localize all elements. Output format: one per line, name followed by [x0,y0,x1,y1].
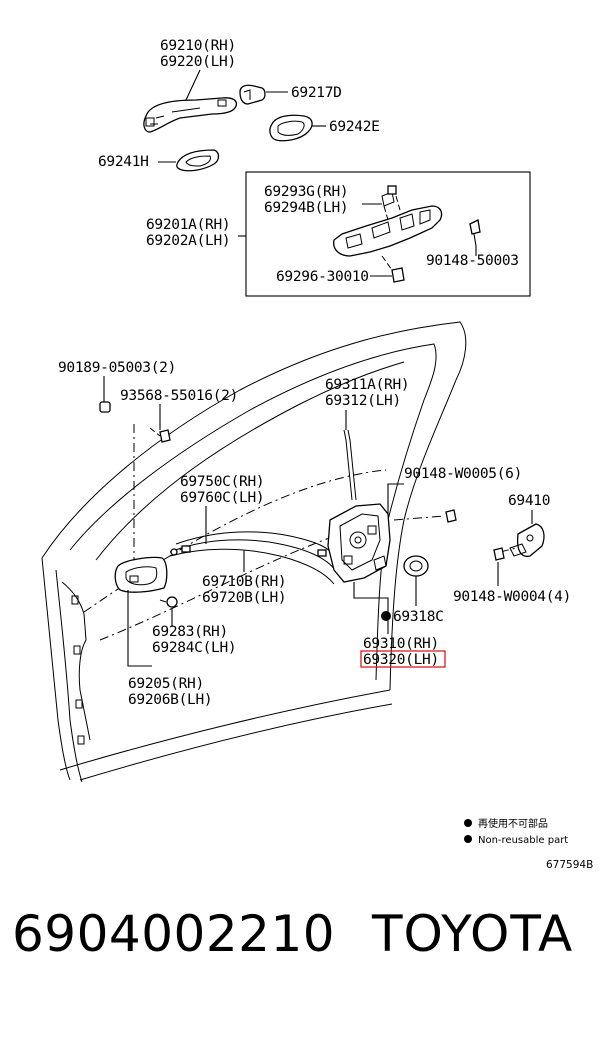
label-90189: 90189-05003(2) [58,360,176,376]
label-69296: 69296-30010 [276,269,369,285]
label-69310: 69310(RH) [363,636,439,652]
label-69760: 69760C(LH) [180,490,264,506]
label-69294: 69294B(LH) [264,200,348,216]
label-69206: 69206B(LH) [128,692,212,708]
screw4-drawing [493,547,505,561]
cables-drawing [169,531,339,585]
label-69720: 69720B(LH) [202,590,286,606]
label-69283: 69283(RH) [152,624,228,640]
legend-group: 再使用不可部品 Non-reusable part 677594B [464,817,593,871]
screw-drawing [381,255,405,283]
label-90148-50003: 90148-50003 [426,253,519,269]
part-number: 6904002210 [12,905,336,963]
footer: 6904002210 TOYOTA [0,905,600,985]
label-69312: 69312(LH) [325,393,401,409]
gasket-pad-drawing [269,114,313,142]
label-69318: 69318C [393,609,444,625]
label-69241: 69241H [98,154,149,170]
clip-drawing [99,401,111,413]
non-reusable-dot [381,611,391,621]
label-69217: 69217D [291,85,342,101]
label-69202: 69202A(LH) [146,233,230,249]
frame-assembly-group: 69293G(RH) 69294B(LH) 69201A(RH) 69202A(… [146,171,531,297]
legend-dot-jp [464,819,472,827]
outside-handle-group: 69210(RH) 69220(LH) 69217D 69242E 69241H [98,38,380,172]
mid-labels-group: 90189-05003(2) 93568-55016(2) 69311A(RH)… [58,360,571,708]
handle-frame-drawing [333,185,443,257]
label-69201: 69201A(RH) [146,217,230,233]
bolt-drawing [469,219,481,247]
outside-handle-drawing [143,97,238,133]
label-69220: 69220(LH) [160,54,236,70]
frame-box [245,171,531,297]
inside-handle-drawing [114,556,168,593]
legend-jp: 再使用不可部品 [478,817,548,830]
handle-cap-drawing [239,84,266,105]
brand-name: TOYOTA [372,905,574,963]
label-69205: 69205(RH) [128,676,204,692]
highlight-box [360,650,446,668]
label-69320: 69320(LH) [363,652,439,668]
label-93568: 93568-55016(2) [120,388,238,404]
label-90148-w0004: 90148-W0004(4) [453,589,571,605]
label-69210: 69210(RH) [160,38,236,54]
legend-en: Non-reusable part [478,835,568,846]
screw3-drawing [445,509,457,523]
label-69242: 69242E [329,119,380,135]
gasket-small-drawing [176,149,220,172]
label-69284: 69284C(LH) [152,640,236,656]
screw2-drawing [149,427,171,443]
label-69311: 69311A(RH) [325,377,409,393]
label-90148-w0005: 90148-W0005(6) [404,466,522,482]
door-lock-drawing [327,503,391,583]
label-69293: 69293G(RH) [264,184,348,200]
label-69710: 69710B(RH) [202,574,286,590]
grommet-drawing [403,555,429,577]
label-69410: 69410 [508,493,550,509]
diagram-code: 677594B [546,859,593,871]
striker-drawing [509,523,545,558]
small-clip-drawing [159,596,178,608]
label-69750: 69750C(RH) [180,474,264,490]
legend-dot-en [464,835,472,843]
